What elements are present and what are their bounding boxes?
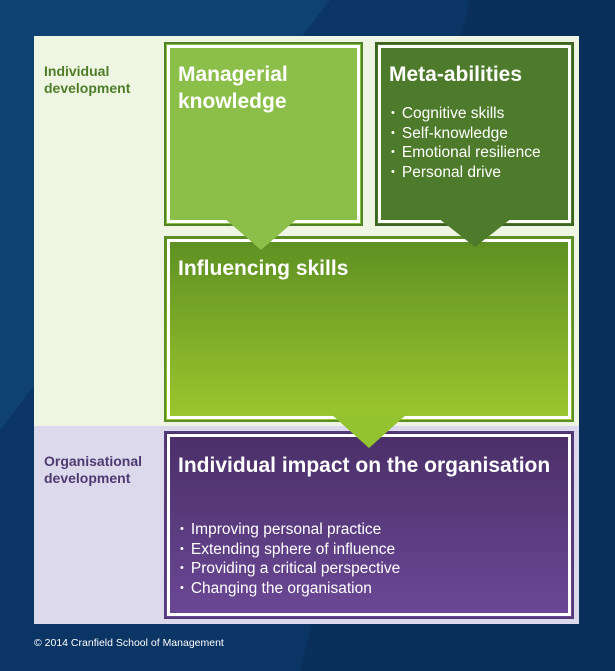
individual-impact-list: Improving personal practice Extending sp… bbox=[180, 520, 400, 599]
list-item: Changing the organisation bbox=[180, 579, 400, 599]
copyright-text: © 2014 Cranfield School of Management bbox=[34, 637, 224, 649]
managerial-knowledge-box: Managerial knowledge bbox=[164, 42, 363, 226]
list-item: Emotional resilience bbox=[391, 143, 541, 163]
list-item: Personal drive bbox=[391, 163, 541, 183]
meta-abilities-box: Meta-abilities Cognitive skills Self-kno… bbox=[375, 42, 574, 226]
individual-impact-box: Individual impact on the organisation Im… bbox=[164, 431, 574, 619]
organisational-development-label: Organisational development bbox=[44, 453, 143, 486]
list-item: Providing a critical perspective bbox=[180, 559, 400, 579]
influencing-skills-title: Influencing skills bbox=[178, 257, 349, 280]
meta-abilities-list: Cognitive skills Self-knowledge Emotiona… bbox=[391, 104, 541, 183]
individual-development-label: Individual development bbox=[44, 63, 131, 96]
list-item: Self-knowledge bbox=[391, 124, 541, 144]
list-item: Extending sphere of influence bbox=[180, 540, 400, 560]
meta-abilities-title: Meta-abilities bbox=[389, 63, 523, 86]
influencing-skills-box: Influencing skills bbox=[164, 236, 574, 422]
list-item: Improving personal practice bbox=[180, 520, 400, 540]
managerial-knowledge-title: Managerial knowledge bbox=[178, 63, 288, 113]
list-item: Cognitive skills bbox=[391, 104, 541, 124]
individual-impact-title: Individual impact on the organisation bbox=[178, 454, 551, 477]
